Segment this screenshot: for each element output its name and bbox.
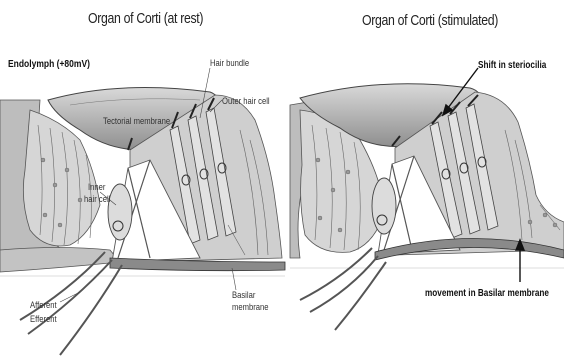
endolymph-label: Endolymph (+80mV) bbox=[8, 60, 90, 70]
afferent-label: Afferent bbox=[30, 300, 57, 310]
stereocilia-shift-label: Shift in steriocilia bbox=[478, 60, 546, 71]
inner-hair-cell-label-line1: Inner bbox=[88, 182, 105, 192]
basilar-movement-label: movement in Basilar membrane bbox=[425, 288, 549, 299]
basilar-membrane-label-line1: Basilar bbox=[232, 290, 255, 300]
hair-bundle-label: Hair bundle bbox=[210, 58, 249, 68]
efferent-label: Efferent bbox=[30, 314, 57, 324]
outer-hair-cell-label: Outer hair cell bbox=[222, 96, 270, 106]
inner-hair-cell-label-line2: hair cell bbox=[84, 194, 110, 204]
tectorial-membrane-label: Tectorial membrane bbox=[103, 116, 170, 126]
left-panel-title: Organ of Corti (at rest) bbox=[88, 10, 203, 27]
right-panel-title: Organ of Corti (stimulated) bbox=[362, 12, 498, 29]
basilar-membrane-label-line2: membrane bbox=[232, 302, 269, 312]
